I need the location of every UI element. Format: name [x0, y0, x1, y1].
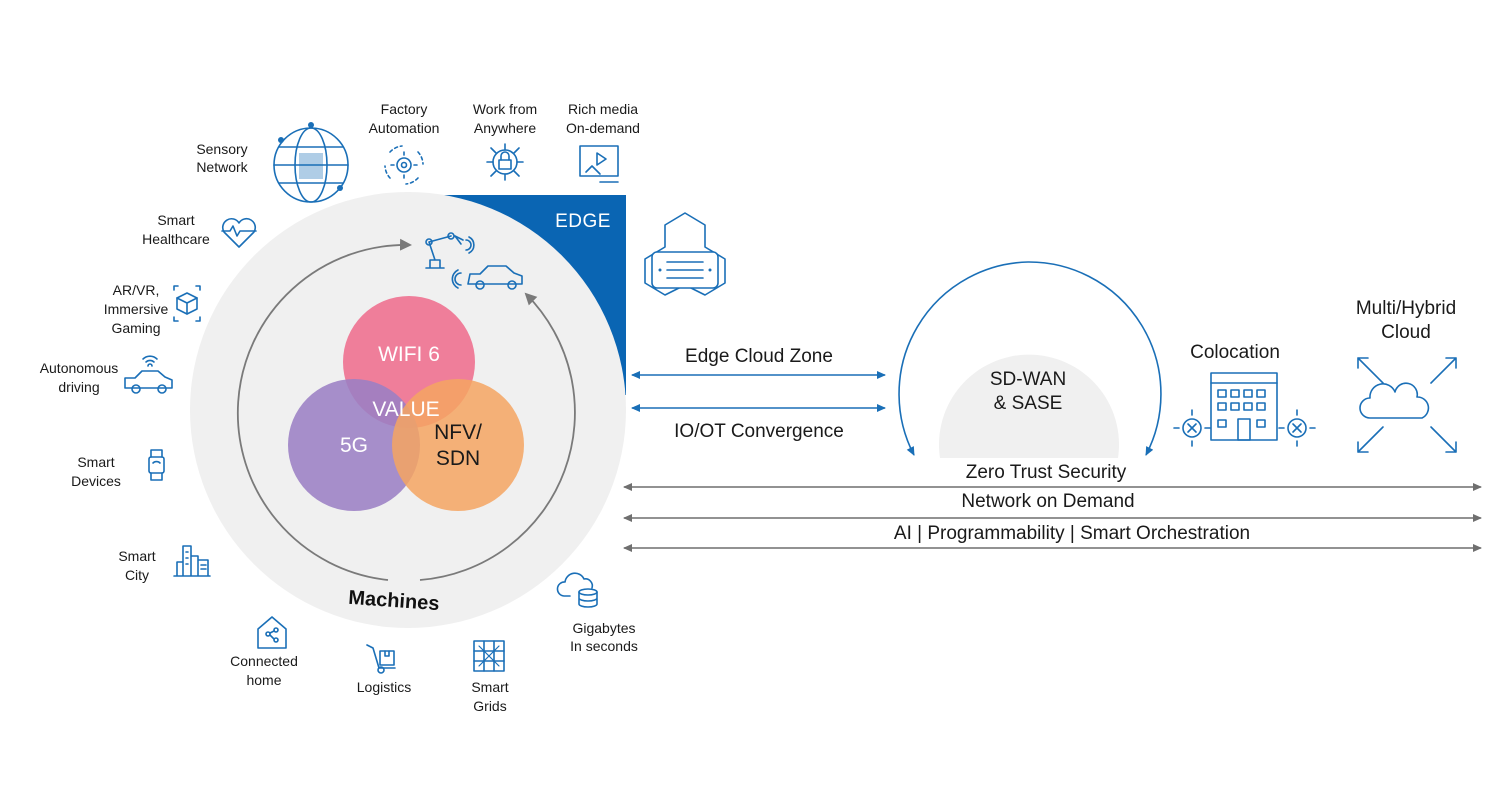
ai-orchestration-label: AI | Programmability | Smart Orchestrati…	[894, 523, 1250, 544]
nfv-sdn-circle	[392, 379, 524, 511]
network-on-demand-band: Network on Demand	[623, 491, 1482, 522]
network-on-demand-label: Network on Demand	[961, 491, 1134, 512]
io-ot-convergence-label: IO/OT Convergence	[674, 421, 844, 442]
zero-trust-band: Zero Trust Security	[623, 462, 1482, 491]
nfv-label-line1: NFV/	[434, 421, 482, 444]
edge-label: EDGE	[555, 211, 611, 232]
venn-diagram: WIFI 6 VALUE 5G NFV/ SDN	[288, 296, 524, 511]
smartwatch-icon	[148, 449, 165, 481]
logistics-label: Logistics	[357, 679, 411, 695]
sdwan-label: SD-WAN& SASE	[990, 369, 1066, 414]
5g-label: 5G	[340, 434, 368, 457]
datacenter-building-icon	[1210, 372, 1278, 441]
5g-circle	[288, 379, 420, 511]
cycle-arrows	[236, 238, 576, 581]
globe-network-icon	[273, 122, 349, 203]
heart-pulse-icon	[221, 217, 257, 248]
cloud-database-icon	[556, 572, 598, 608]
nfv-label-line2: SDN	[436, 447, 480, 470]
hand-truck-icon	[366, 644, 396, 674]
grid-icon	[473, 640, 505, 672]
io-ot-convergence-flow: IO/OT Convergence	[631, 404, 886, 442]
edge-cloud-zone-flow: Edge Cloud Zone	[631, 346, 886, 379]
robot-arm-icon	[425, 232, 475, 269]
edge-cloud-zone-label: Edge Cloud Zone	[685, 346, 833, 367]
wifi6-label: WIFI 6	[378, 343, 440, 366]
lock-network-icon	[486, 143, 524, 181]
router-left-icon	[1173, 409, 1211, 447]
video-screen-icon	[579, 145, 619, 183]
smart-home-icon	[257, 616, 287, 649]
colocation-node: Colocation	[1173, 342, 1316, 447]
router-right-icon	[1278, 409, 1316, 447]
connected-car-icon	[124, 355, 173, 394]
cube-vr-icon	[173, 285, 201, 322]
city-buildings-icon	[173, 545, 211, 577]
ai-orchestration-band: AI | Programmability | Smart Orchestrati…	[623, 523, 1482, 552]
colocation-label: Colocation	[1190, 342, 1280, 363]
cloud-expand-icon	[1357, 357, 1457, 453]
zero-trust-label: Zero Trust Security	[966, 462, 1127, 483]
autonomous-car-icon	[451, 265, 523, 290]
edge-server-hex-icon	[644, 212, 726, 296]
value-label: VALUE	[372, 398, 439, 421]
sdwan-sase-node: SD-WAN& SASE	[898, 261, 1162, 458]
logistics-item: Logistics	[357, 644, 411, 695]
gear-cycle-icon	[384, 145, 424, 185]
